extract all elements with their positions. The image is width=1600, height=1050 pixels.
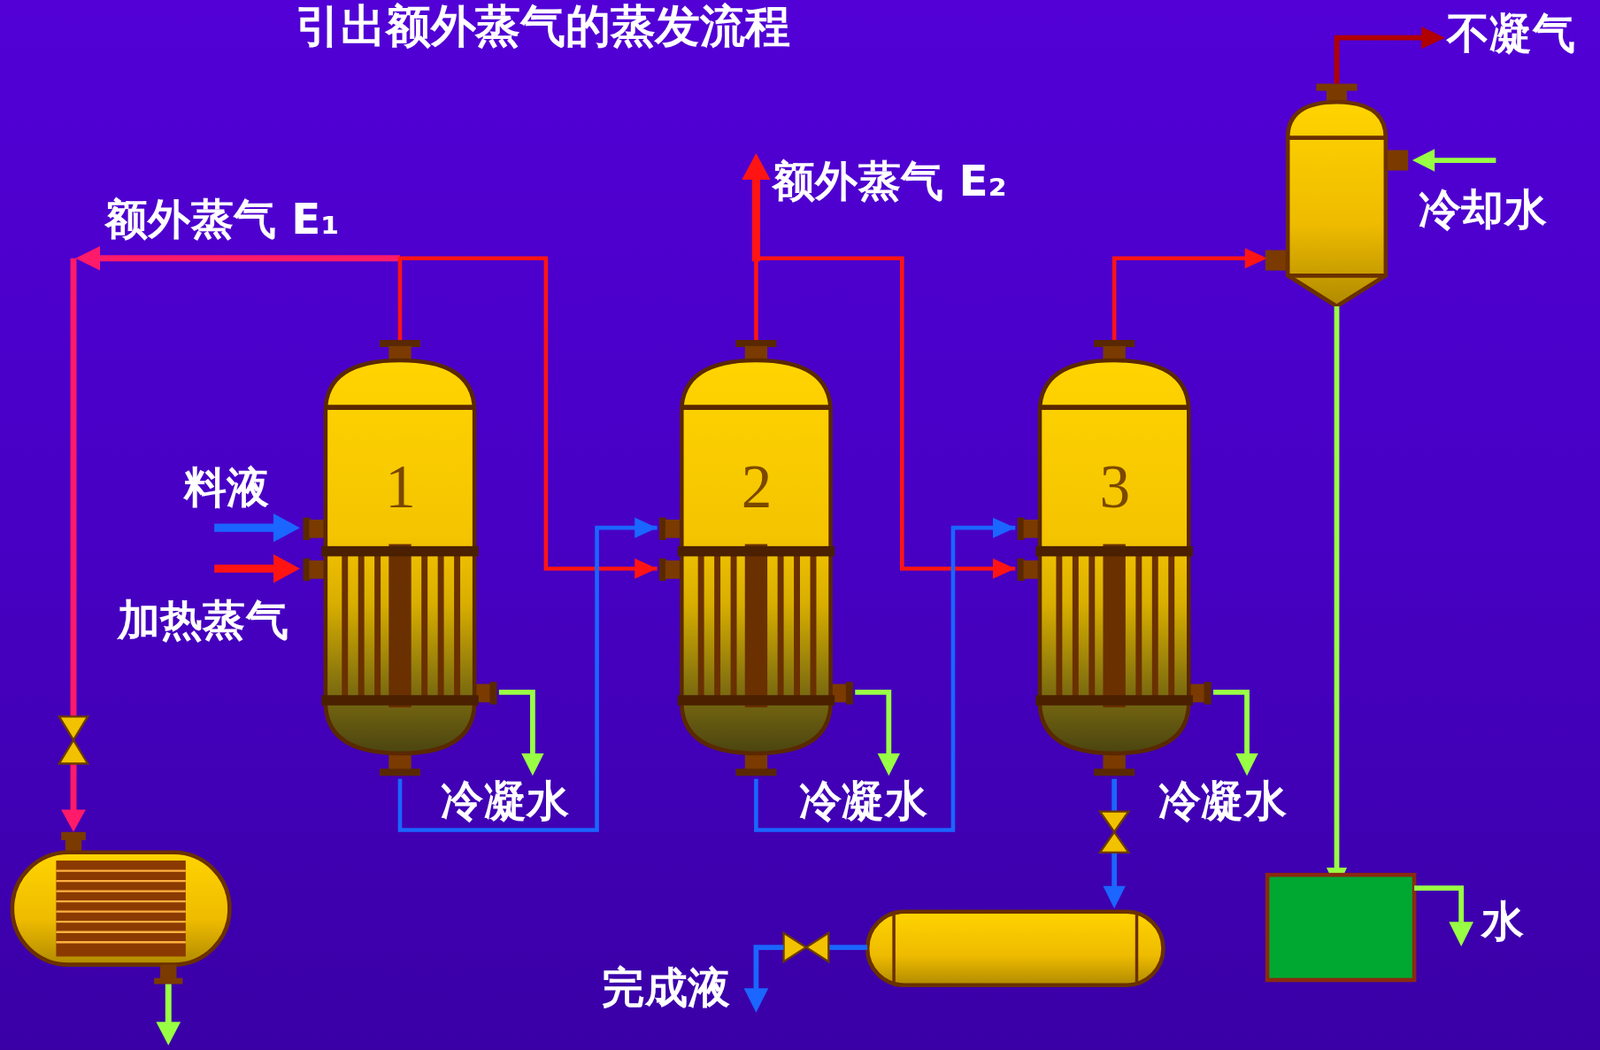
title: 引出额外蒸气的蒸发流程 [295,1,790,51]
evaporator-shape [1015,339,1215,779]
label-wrap: 料液 [184,466,270,509]
stream-label: 水 [1481,900,1524,943]
cooling-water-line [1412,148,1497,171]
label-wrap: 水 [1481,900,1524,943]
water-tank [1267,874,1474,980]
title-wrap: 引出额外蒸气的蒸发流程 [295,1,790,51]
feed-arrow [214,513,300,542]
evaporator: 3 [1015,339,1215,779]
evaporator-shape [657,339,857,779]
evaporator-shape [300,339,500,779]
label-wrap: 不凝气 [1446,12,1576,55]
stream-label: 料液 [184,466,270,509]
water-line [1326,306,1347,891]
evaporator-number: 1 [300,453,500,520]
evaporator: 1 [300,339,500,779]
label-wrap: 冷凝水 [799,779,928,823]
label-wrap: 额外蒸气 E₂ [772,160,1008,203]
label-wrap: 冷却水 [1418,187,1547,231]
stream-label: 完成液 [601,966,731,1009]
vapor-line [1114,247,1268,340]
label-wrap: 冷凝水 [440,779,570,823]
evaporator-number: 2 [657,453,857,520]
label-wrap: 额外蒸气 E₁ [105,198,340,241]
noncondensable-line [1337,26,1446,85]
liquor-line [400,527,658,830]
stream-label: 额外蒸气 E₂ [772,160,1008,203]
stream-label: 额外蒸气 E₁ [105,198,340,241]
label-wrap: 完成液 [601,966,731,1009]
evaporator: 2 [657,339,857,779]
label-wrap: 加热蒸气 [117,599,290,642]
extra-steam-line [741,153,770,262]
evaporator-number: 3 [1015,453,1215,520]
stream-label: 冷却水 [1418,187,1547,231]
condenser [1265,84,1408,307]
label-wrap: 冷凝水 [1158,779,1287,823]
steam-arrow [214,553,300,583]
stream-label: 不凝气 [1446,12,1576,55]
preheater [12,831,231,1046]
valve [59,715,88,763]
stream-label: 冷凝水 [799,779,928,823]
stream-label: 加热蒸气 [117,599,290,642]
stream-label: 冷凝水 [440,779,570,823]
liquor-line [755,527,1016,830]
stream-label: 冷凝水 [1158,779,1287,823]
